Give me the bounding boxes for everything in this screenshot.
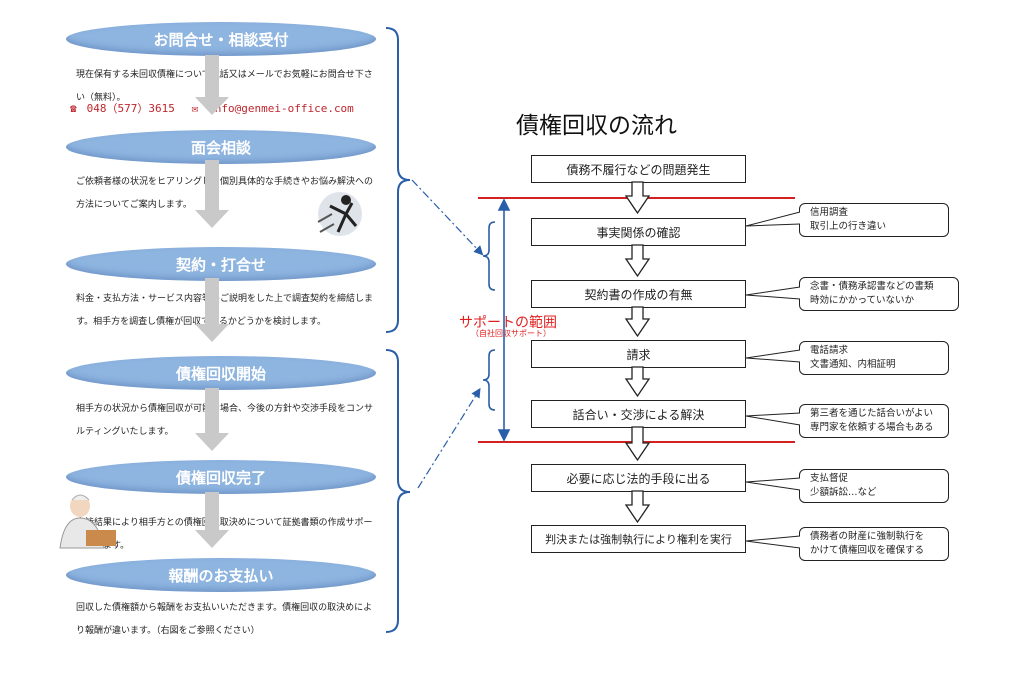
- email-address: info@genmei-office.com: [208, 102, 354, 115]
- flow-title: 債権回収の流れ: [516, 113, 677, 139]
- gray-arrow-icon: [195, 55, 229, 548]
- flow-arrow-icon: [624, 181, 651, 524]
- step-description: 現在保有する未回収債権について電話又はメールでお気軽にお問合せ下さい（無料）。: [76, 70, 373, 103]
- step-description: 料金・支払方法・サービス内容等のご説明をした上で調査契約を締結します。相手方を調…: [76, 294, 374, 327]
- step-oval-6: 報酬のお支払い: [66, 558, 376, 592]
- flow-box-4: 請求: [531, 340, 746, 368]
- step-title: 面会相談: [190, 138, 251, 157]
- note-2: 念書・債務承認書などの書類時効にかかっていないか: [799, 277, 959, 311]
- step-title: 報酬のお支払い: [168, 566, 274, 585]
- step-title: お問合せ・相談受付: [153, 30, 289, 49]
- note-1: 信用調査取引上の行き違い: [799, 203, 949, 237]
- step-description: 回収した債権額から報酬をお支払いいただきます。債権回収の取決めにより報酬が違いま…: [76, 603, 373, 636]
- consultant-illustration-icon: [59, 494, 116, 549]
- bracket-icon: [482, 221, 496, 411]
- flow-box-7: 判決または強制執行により権利を実行: [531, 525, 746, 553]
- callout-pointer: [745, 211, 801, 549]
- step-title: 債権回収完了: [175, 468, 266, 487]
- step-description: 相手方の状況から債権回収が可能な場合、今後の方針や交渉手段をコンサルティングいた…: [76, 404, 374, 437]
- note-4: 第三者を通じた話合いがよい専門家を依頼する場合もある: [799, 404, 949, 438]
- bracket-icon: [385, 27, 411, 633]
- step-oval-3: 契約・打合せ: [66, 247, 376, 281]
- step-title: 債権回収開始: [175, 364, 266, 383]
- step-description: ご依頼者様の状況をヒアリングし、個別具体的な手続きやお悩み解決への方法についてご…: [76, 177, 374, 210]
- flow-box-6: 必要に応じ法的手段に出る: [531, 464, 746, 492]
- note-5: 支払督促少額訴訟…など: [799, 469, 949, 503]
- step-oval-4: 債権回収開始: [66, 356, 376, 390]
- phone-number: 048（577）3615: [86, 102, 175, 115]
- phone-icon: ☎: [70, 102, 77, 115]
- support-range-sublabel: （自社回収サポート）: [471, 329, 551, 338]
- step-oval-5: 債権回収完了: [66, 460, 376, 494]
- step-oval-2: 面会相談: [66, 130, 376, 164]
- businessman-illustration-icon: [317, 192, 362, 236]
- flow-box-1: 債務不履行などの問題発生: [531, 155, 746, 183]
- mail-icon: ✉: [191, 102, 199, 115]
- step-oval-1: お問合せ・相談受付: [66, 22, 376, 56]
- range-arrow-icon: [497, 198, 511, 442]
- note-6: 債務者の財産に強制執行をかけて債権回収を確保する: [799, 527, 949, 561]
- support-range-label: サポートの範囲: [459, 315, 557, 331]
- flow-box-5: 話合い・交渉による解決: [531, 400, 746, 428]
- flow-box-2: 事実関係の確認: [531, 218, 746, 246]
- note-3: 電話請求文書通知、内相証明: [799, 341, 949, 375]
- connector-line: [411, 179, 484, 489]
- flow-box-3: 契約書の作成の有無: [531, 280, 746, 308]
- contact-info: ☎ 048（577）3615 ✉ info@genmei-office.com: [70, 100, 364, 116]
- step-title: 契約・打合せ: [175, 255, 266, 274]
